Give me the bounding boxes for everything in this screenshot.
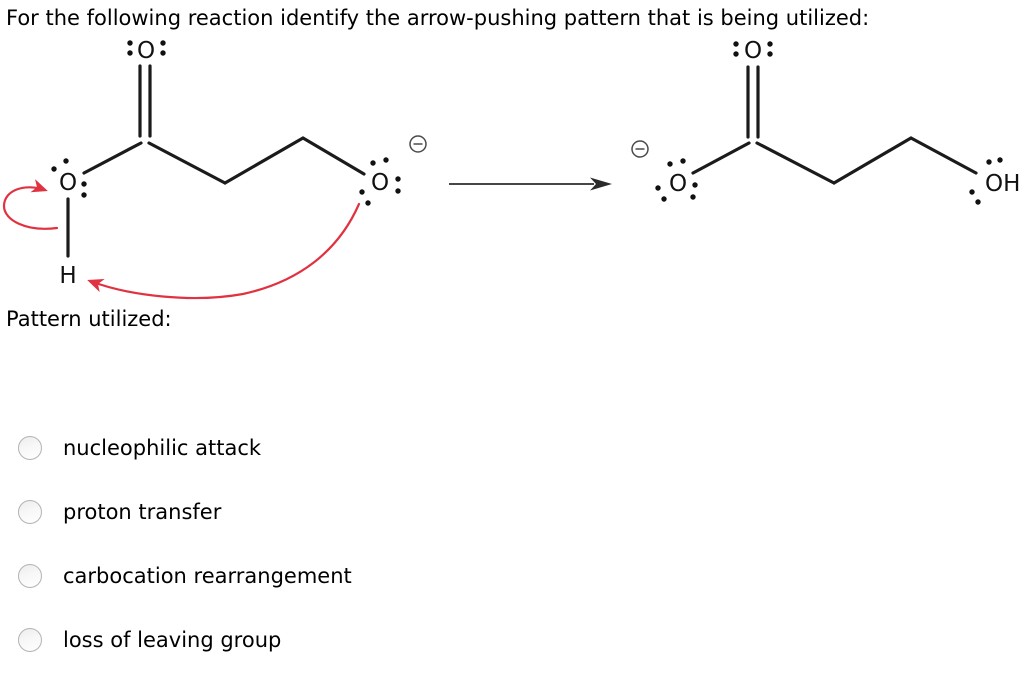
pattern-utilized-label: Pattern utilized:: [6, 307, 172, 331]
lone-pair-dot: [733, 51, 739, 57]
lone-pair-dot: [997, 157, 1003, 163]
curved-arrow-oh-bond-to-oxygen-icon: [2, 179, 59, 230]
option-label: proton transfer: [63, 500, 222, 524]
reactant-acid-o-label: O: [59, 170, 77, 196]
question-title: For the following reaction identify the …: [6, 6, 870, 30]
radio-proton-transfer[interactable]: [18, 500, 42, 524]
radio-carbocation-rearrangement[interactable]: [18, 564, 42, 588]
reactant-carbonyl-o-label: O: [137, 38, 155, 64]
option-carbocation-rearrangement[interactable]: carbocation rearrangement: [18, 563, 352, 589]
chain-bond: [147, 141, 227, 185]
reactant-alkoxide-o-label: O: [371, 170, 389, 196]
option-nucleophilic-attack[interactable]: nucleophilic attack: [18, 435, 261, 461]
lone-pair-dot: [733, 41, 739, 47]
single-bond: [691, 141, 751, 175]
lone-pair-dot: [395, 188, 401, 194]
lone-pair-dot: [767, 51, 773, 57]
option-loss-of-leaving-group[interactable]: loss of leaving group: [18, 627, 281, 653]
product-carbonyl-o-label: O: [744, 38, 762, 64]
option-label: nucleophilic attack: [63, 436, 262, 460]
radio-loss-of-leaving-group[interactable]: [18, 628, 42, 652]
reactant-structure: O O H O: [2, 38, 427, 300]
product-carboxylate-o-label: O: [669, 171, 687, 197]
lone-pair-dot: [395, 176, 401, 182]
lone-pair-dot: [661, 196, 667, 202]
product-structure: O O OH: [631, 38, 1020, 205]
lone-pair-dot: [667, 161, 673, 167]
lone-pair-dot: [160, 40, 166, 46]
curved-arrow-alkoxide-to-hydrogen-icon: [87, 202, 361, 300]
lone-pair-dot: [160, 50, 166, 56]
lone-pair-dot: [969, 189, 975, 195]
negative-charge-icon: [409, 135, 427, 153]
lone-pair-dot: [370, 160, 376, 166]
chain-bond: [223, 136, 305, 185]
reaction-scheme: O O H O: [2, 38, 1020, 300]
lone-pair-dot: [767, 41, 773, 47]
lone-pair-dot: [692, 182, 698, 188]
radio-nucleophilic-attack[interactable]: [18, 436, 42, 460]
reactant-h-label: H: [59, 263, 76, 289]
chain-bond: [755, 141, 836, 185]
lone-pair-dot: [63, 158, 69, 164]
lone-pair-dot: [655, 185, 661, 191]
lone-pair-dot: [986, 159, 992, 165]
lone-pair-dot: [127, 40, 133, 46]
lone-pair-dot: [975, 199, 981, 205]
option-label: loss of leaving group: [63, 628, 282, 652]
lone-pair-dot: [365, 200, 371, 206]
option-label: carbocation rearrangement: [63, 564, 352, 588]
lone-pair-dot: [359, 189, 365, 195]
lone-pair-dot: [81, 181, 87, 187]
option-proton-transfer[interactable]: proton transfer: [18, 499, 221, 525]
product-hydroxyl-label: OH: [985, 171, 1020, 197]
chain-bond: [832, 136, 913, 185]
lone-pair-dot: [51, 166, 57, 172]
chain-bond: [301, 136, 366, 176]
lone-pair-dot: [383, 157, 389, 163]
single-bond: [82, 141, 143, 175]
lone-pair-dot: [680, 158, 686, 164]
lone-pair-dot: [81, 192, 87, 198]
lone-pair-dot: [690, 194, 696, 200]
negative-charge-icon: [631, 140, 649, 158]
lone-pair-dot: [127, 50, 133, 56]
right-arrow-icon: [449, 177, 612, 191]
chain-bond: [909, 136, 978, 175]
